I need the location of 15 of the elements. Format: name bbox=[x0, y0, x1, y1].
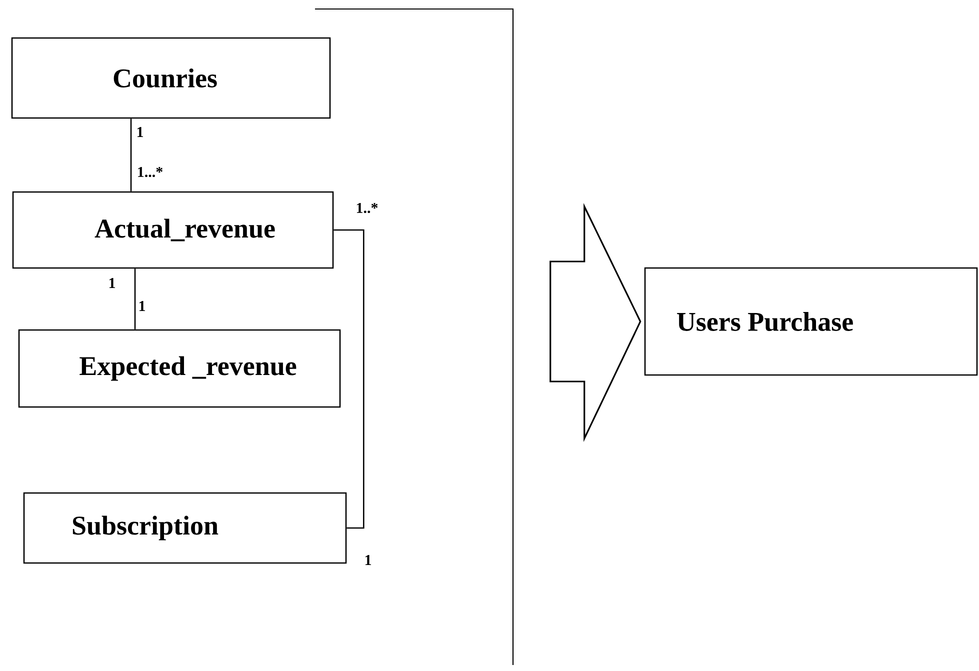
multiplicity-label: 1 bbox=[137, 127, 143, 137]
multiplicity-label: 1...* bbox=[138, 166, 162, 178]
multiplicity-label: 1 bbox=[139, 301, 145, 311]
multiplicity-label: 1 bbox=[109, 278, 115, 288]
association-line bbox=[334, 229, 364, 529]
block-arrow bbox=[550, 203, 642, 442]
multiplicity-label: 1 bbox=[365, 555, 371, 565]
association-line bbox=[130, 118, 132, 192]
class-box: Expected _revenue bbox=[18, 329, 341, 408]
class-box: Subscription bbox=[23, 492, 347, 564]
class-box: Users Purchase bbox=[644, 267, 978, 376]
association-line bbox=[134, 268, 136, 330]
class-box: Counries bbox=[11, 37, 331, 119]
class-box: Actual_revenue bbox=[12, 191, 334, 269]
multiplicity-label: 1..* bbox=[356, 202, 378, 214]
